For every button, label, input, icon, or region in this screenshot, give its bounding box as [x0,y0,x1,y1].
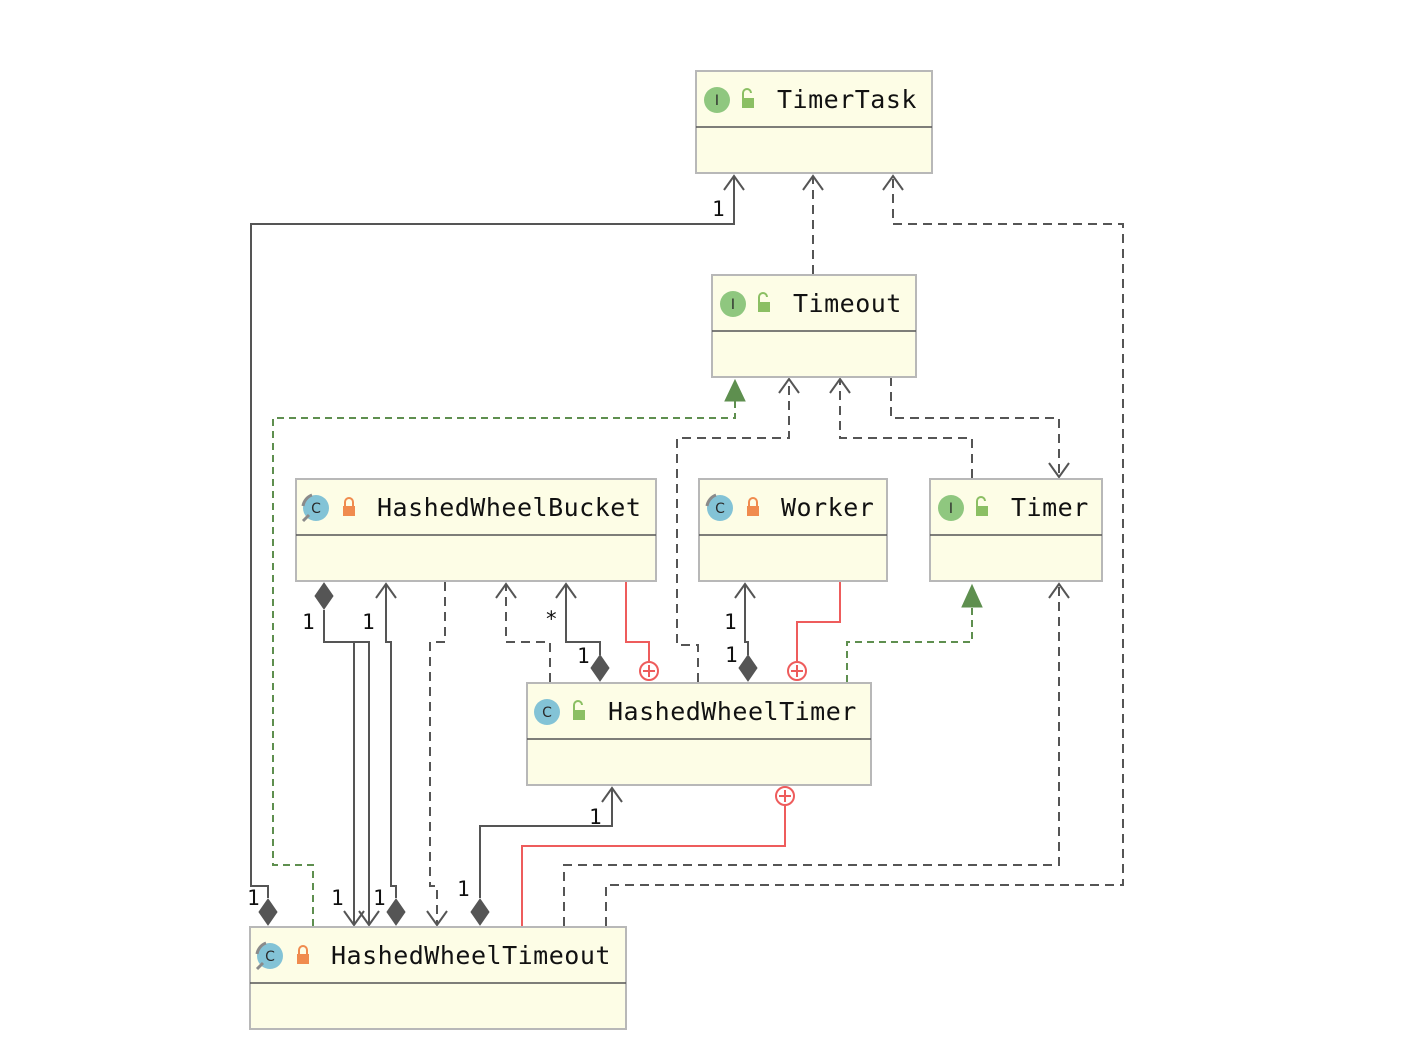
multiplicity-label: 1 [712,197,725,221]
edge-timeout-to-timer-dependency [890,377,1070,479]
inner-class-mark [639,661,659,681]
class-timer[interactable]: I Timer [929,478,1103,582]
composition-diamond [314,582,334,610]
class-name: Worker [781,493,874,522]
interface-icon: I [704,87,730,113]
class-worker[interactable]: C Worker [698,478,888,582]
static-class-icon: C [705,493,733,521]
multiplicity-label: * [545,607,558,631]
edge-timer-to-bucket-dependency [495,582,551,682]
svg-text:I: I [731,297,735,313]
edge-timer-worker-association [734,582,758,682]
svg-text:I: I [715,93,719,109]
svg-text:C: C [265,949,275,965]
composition-diamond [470,898,490,926]
multiplicity-label: 1 [247,886,260,910]
edge-timeout-timer-association [470,786,623,926]
edge-timeout-to-timertask-association [250,174,745,926]
class-name: Timer [1011,493,1089,522]
edge-hashedwheeltimer-implements-timer [846,583,983,682]
multiplicity-label: 1 [725,643,738,667]
edge-hashedwheeltimer-to-timeout-dependency [676,377,800,682]
interface-icon: I [720,291,746,317]
static-class-icon: C [255,941,283,971]
class-hashedwheeltimer[interactable]: C HashedWheelTimer [526,682,872,786]
class-name: HashedWheelTimer [608,697,857,726]
edge-timer-to-timeout-dependency [829,377,973,478]
edge-bucket-to-timeout-dependency [426,582,448,927]
svg-text:C: C [311,501,321,517]
edge-worker-inner-of-timer [787,582,841,681]
multiplicity-label: 1 [724,610,737,634]
edge-bucket-head-inner-line [343,642,365,927]
multiplicity-label: 1 [331,886,344,910]
composition-diamond [738,654,758,682]
class-icon: C [534,699,560,725]
edge-hashedwheeltimeout-to-timertask-dependency [605,174,1124,926]
svg-text:C: C [542,705,552,721]
multiplicity-label: 1 [302,610,315,634]
class-name: Timeout [793,289,902,318]
class-timertask[interactable]: I TimerTask [695,70,933,174]
composition-diamond [258,898,278,926]
class-hashedwheeltimeout[interactable]: C HashedWheelTimeout [249,926,627,1030]
edge-hashedwheeltimeout-to-timer-dependency [563,582,1070,926]
interface-icon: I [938,495,964,521]
composition-diamond [386,898,406,926]
edge-hashedwheeltimeout-implements-timeout [272,378,746,926]
multiplicity-label: 1 [589,805,602,829]
edge-timer-wheel-association [555,582,610,682]
inner-class-mark [775,786,795,806]
class-name: HashedWheelTimeout [331,941,611,970]
static-class-icon: C [301,493,329,523]
multiplicity-labels: 1 1 1 1 1 1 * 1 1 1 1 1 [247,197,738,910]
inner-class-mark [787,661,807,681]
connectors [250,174,1124,927]
class-hashedwheelbucket[interactable]: C HashedWheelBucket [295,478,657,582]
edge-timeout-inner-of-timer [521,786,795,926]
class-name: TimerTask [777,85,917,114]
multiplicity-label: 1 [577,644,590,668]
svg-text:I: I [949,501,953,517]
class-name: HashedWheelBucket [377,493,641,522]
svg-text:C: C [715,501,725,517]
edge-timeout-to-timertask-dependency [802,174,824,274]
multiplicity-label: 1 [362,610,375,634]
edge-bucket-inner-of-timer [625,582,659,681]
multiplicity-label: 1 [457,877,470,901]
edge-timeout-to-bucket-association [375,582,406,926]
multiplicity-label: 1 [373,886,386,910]
composition-diamond [590,654,610,682]
edge-bucket-head-association [314,582,380,927]
class-timeout[interactable]: I Timeout [711,274,917,378]
